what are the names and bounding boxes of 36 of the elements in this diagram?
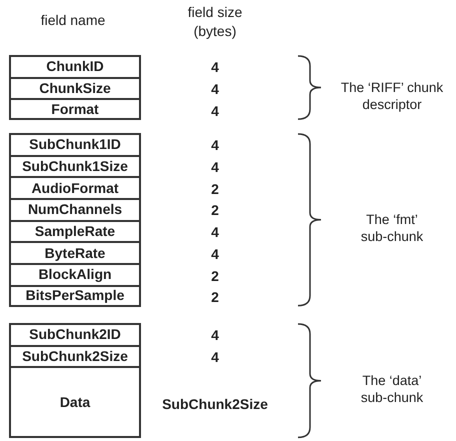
field-size: 4 (210, 348, 220, 368)
field-cell: NumChannels (11, 200, 139, 222)
field-cell: Data (11, 368, 139, 436)
field-size: 4 (210, 58, 220, 78)
chunk-description: The ‘fmt’ sub-chunk (360, 210, 424, 245)
field-cell: BlockAlign (11, 265, 139, 287)
field-size: 2 (210, 266, 220, 286)
chunk-box (9, 55, 141, 120)
field-size: 2 (210, 201, 220, 220)
field-cell: ChunkID (11, 57, 139, 79)
chunk-box (9, 323, 141, 438)
chunk-description: The ‘data’ sub-chunk (360, 372, 424, 406)
field-cell: SubChunk2ID (11, 325, 139, 347)
field-size: 2 (210, 180, 220, 199)
field-cell: SubChunk1Size (11, 156, 139, 178)
field-cell: AudioFormat (11, 178, 139, 200)
column-header: field size (bytes) (186, 3, 244, 41)
field-cell: Format (11, 100, 139, 118)
field-size: SubChunk2Size (161, 394, 269, 414)
field-cell: BitsPerSample (11, 286, 139, 304)
field-size: 4 (210, 136, 220, 156)
field-cell: ByteRate (11, 243, 139, 266)
column-header: field name (40, 12, 106, 29)
field-size: 4 (210, 326, 220, 346)
field-cell: ChunkSize (11, 78, 139, 100)
field-cell: SubChunk1ID (11, 135, 139, 157)
field-size: 4 (210, 158, 220, 178)
field-size: 4 (210, 102, 220, 121)
field-size: 4 (210, 244, 220, 264)
field-cell: SubChunk2Size (11, 346, 139, 368)
field-size: 4 (210, 80, 220, 100)
field-size: 4 (210, 223, 220, 242)
field-cell: SampleRate (11, 222, 139, 244)
field-size: 2 (210, 288, 220, 308)
chunk-box (9, 133, 141, 307)
chunk-description: The ‘RIFF’ chunk descriptor (340, 78, 444, 113)
